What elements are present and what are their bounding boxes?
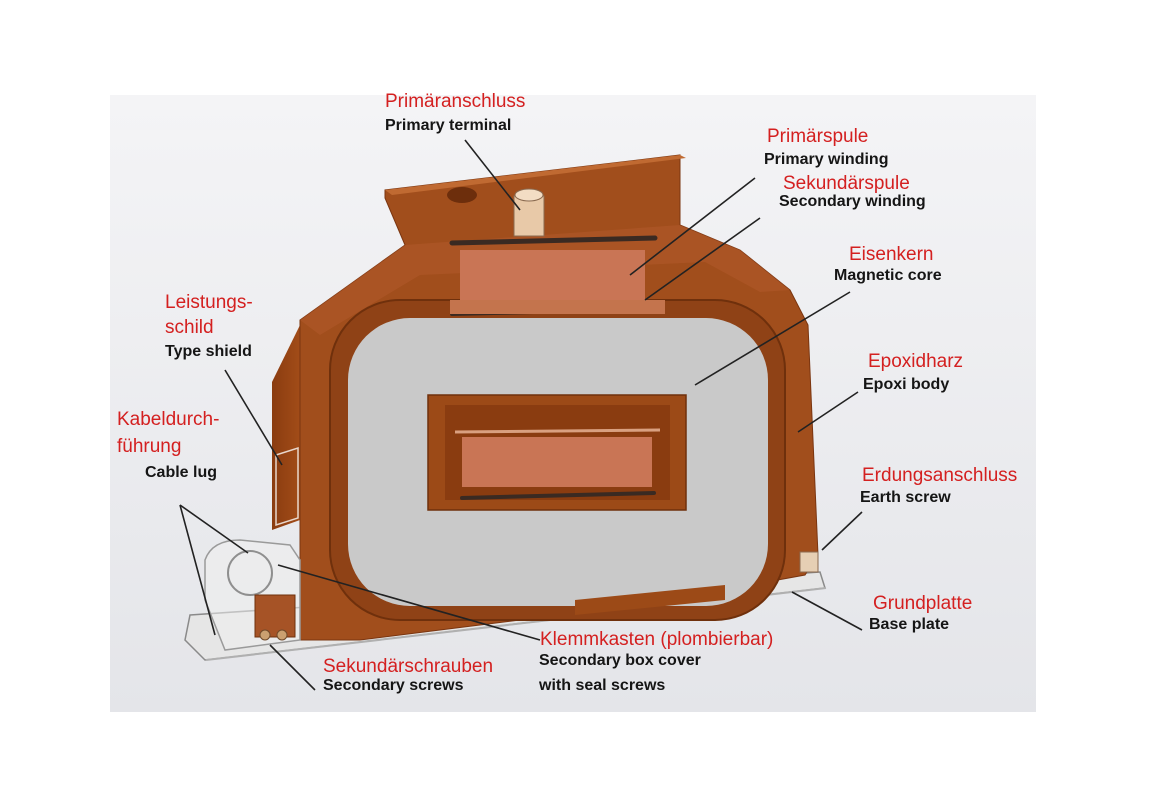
- lower-rod-bottom: [460, 491, 656, 500]
- primary-terminal-en: Primary terminal: [385, 117, 512, 134]
- body-highlight: [300, 225, 790, 335]
- cable-lug-ring: [227, 550, 273, 596]
- leader-lines: [179, 139, 863, 691]
- leader-base-plate: [791, 591, 863, 631]
- primary-winding-en: Primary winding: [764, 151, 889, 168]
- secondary-winding-de: Sekundärspule: [783, 173, 910, 194]
- leader-magnetic-core: [694, 291, 851, 386]
- window-lower-bar: [575, 585, 725, 615]
- body-top-face: [385, 155, 686, 195]
- cable-lug-en: Cable lug: [145, 464, 218, 481]
- secondary-box-en-line1: Secondary box cover: [539, 652, 701, 669]
- leader-type-shield: [224, 369, 283, 466]
- secondary-box-en-line2: with seal screws: [539, 677, 666, 694]
- primary-winding-de: Primärspule: [767, 126, 869, 147]
- leader-earth-screw: [821, 511, 863, 551]
- leader-secondary-box: [277, 564, 541, 641]
- secondary-winding-en: Secondary winding: [779, 193, 926, 210]
- base-plate-de: Grundplatte: [873, 593, 973, 614]
- primary-terminal-de: Primäranschluss: [385, 91, 526, 112]
- magnetic-core-de: Eisenkern: [849, 244, 934, 265]
- leader-cable-lug-2: [179, 504, 249, 554]
- primary-winding-coil: [460, 250, 645, 308]
- type-shield-de-line1: Leistungs-: [165, 292, 253, 313]
- lower-rod-top: [454, 428, 661, 434]
- secondary-screw-2: [276, 629, 288, 641]
- leader-secondary-winding: [644, 217, 761, 301]
- leader-epoxi-body: [797, 391, 859, 433]
- secondary-winding-coil: [450, 300, 665, 314]
- cable-lug-de-line2: führung: [117, 436, 182, 457]
- secondary-box-de: Klemmkasten (plombierbar): [540, 629, 774, 650]
- earth-screw: [799, 551, 819, 573]
- primary-terminal-cap: [514, 188, 544, 202]
- type-shield-en: Type shield: [165, 343, 252, 360]
- upper-rod-top: [449, 235, 658, 246]
- secondary-screws-de: Sekundärschrauben: [323, 656, 494, 677]
- secondary-screw-1: [259, 629, 271, 641]
- primary-terminal-post: [513, 195, 545, 237]
- leader-secondary-screws: [269, 644, 316, 691]
- earth-screw-de: Erdungsanschluss: [862, 465, 1018, 486]
- leader-primary-terminal: [464, 139, 521, 211]
- earth-screw-en: Earth screw: [860, 489, 951, 506]
- lower-coil-copper: [462, 437, 652, 487]
- type-shield-plate: [275, 446, 299, 527]
- leader-cable-lug-1: [179, 504, 216, 636]
- epoxi-body-en: Epoxi body: [863, 376, 950, 393]
- secondary-screws-en: Secondary screws: [323, 677, 464, 694]
- leader-primary-winding: [629, 177, 756, 276]
- type-shield-de-line2: schild: [165, 317, 214, 338]
- epoxi-body-de: Epoxidharz: [868, 351, 964, 372]
- cable-lug-de-line1: Kabeldurch-: [117, 409, 220, 430]
- secondary-screws-block: [254, 594, 296, 638]
- base-plate-en: Base plate: [869, 616, 950, 633]
- magnetic-core-en: Magnetic core: [834, 267, 942, 284]
- body-left-face: [272, 325, 300, 530]
- top-hole: [447, 187, 477, 203]
